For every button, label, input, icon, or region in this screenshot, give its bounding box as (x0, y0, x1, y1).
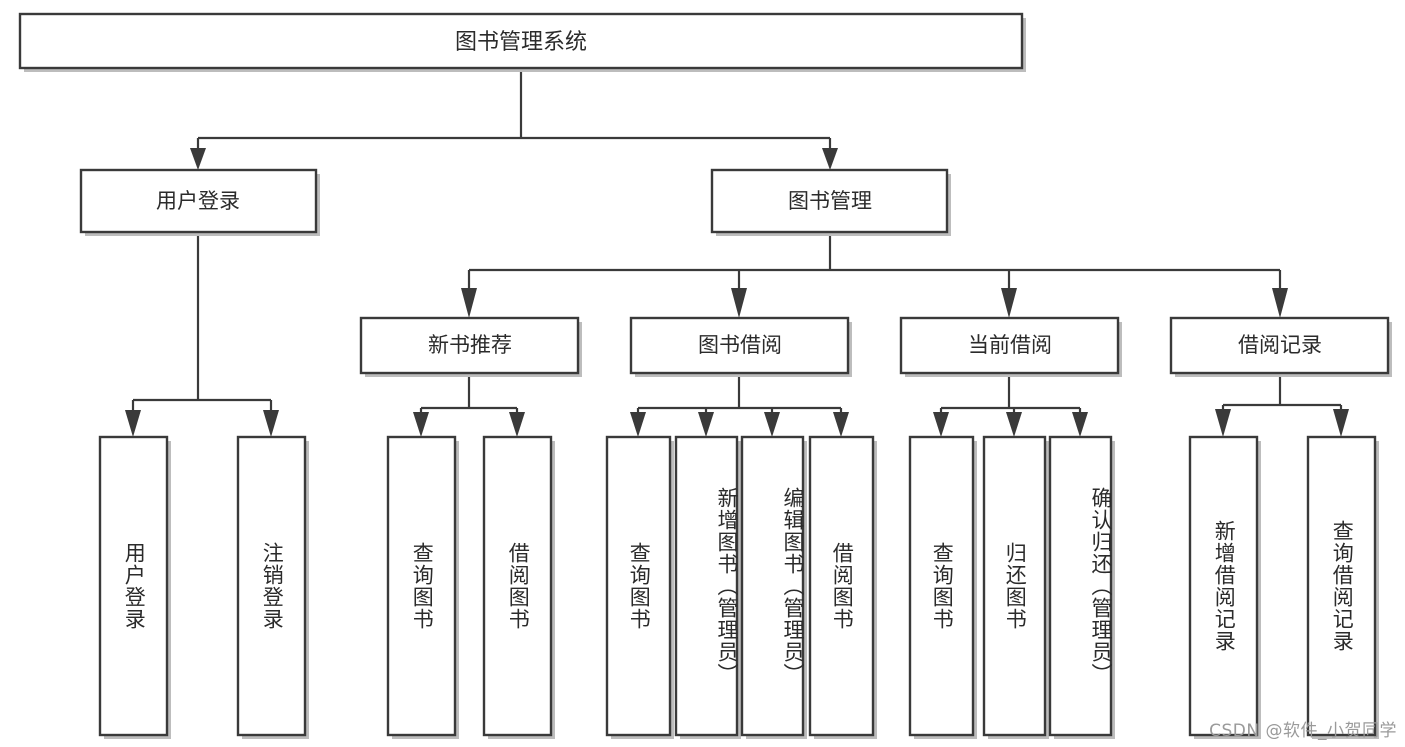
leaf-box-query-book-borrow[interactable] (605, 435, 672, 737)
arrowhead-newbook-borrow (509, 412, 525, 437)
leaf-box-query-book-current[interactable] (908, 435, 975, 737)
node-new-book-rec-box[interactable] (359, 316, 580, 375)
node-current-borrow-box[interactable] (899, 316, 1120, 375)
arrowhead-newbook-query (413, 412, 429, 437)
arrowhead-borrow-lend (833, 412, 849, 437)
node-new-book-rec-label: 新书推荐 (428, 333, 512, 357)
watermark-text: CSDN @软件_小贺同学 (1209, 721, 1397, 741)
node-borrow-record-box[interactable] (1169, 316, 1390, 375)
leaf-box-borrow-book-rec[interactable] (482, 435, 553, 737)
arrowhead-current-borrow (1001, 288, 1017, 318)
arrowhead-new-book-rec (461, 288, 477, 318)
arrowhead-leaf-user-login (125, 410, 141, 437)
node-book-borrow-box[interactable] (629, 316, 850, 375)
nodes-layer: 图书管理系统 用户登录 图书管理 新书推荐 图书借阅 当前借阅 借阅记录 (18, 12, 1392, 739)
leaf-box-edit-book-admin[interactable] (740, 435, 805, 737)
leaf-box-logout[interactable] (236, 435, 307, 737)
arrowhead-book-mgmt (822, 148, 838, 170)
arrowhead-book-borrow (731, 288, 747, 318)
arrowhead-current-return (1006, 412, 1022, 437)
arrowhead-borrow-add (698, 412, 714, 437)
leaf-box-confirm-return-admin[interactable] (1048, 435, 1113, 737)
root-node-box[interactable] (18, 12, 1024, 70)
leaf-box-query-book-rec[interactable] (386, 435, 457, 737)
node-user-login-box[interactable] (79, 168, 318, 234)
arrowhead-record-add (1215, 409, 1231, 437)
connectors-layer (125, 68, 1349, 437)
arrowhead-borrow-record (1272, 288, 1288, 318)
node-book-mgmt-label: 图书管理 (788, 189, 872, 213)
node-book-borrow-label: 图书借阅 (698, 333, 782, 357)
root-node-label: 图书管理系统 (455, 30, 587, 55)
node-user-login-label: 用户登录 (156, 189, 240, 213)
arrowhead-borrow-edit (764, 412, 780, 437)
leaf-box-user-login[interactable] (98, 435, 169, 737)
leaf-box-return-book[interactable] (982, 435, 1047, 737)
node-borrow-record-label: 借阅记录 (1238, 333, 1322, 357)
node-current-borrow-label: 当前借阅 (968, 333, 1052, 357)
arrowhead-leaf-logout (263, 410, 279, 437)
leaf-box-query-borrow-record[interactable] (1306, 435, 1377, 737)
arrowhead-current-confirm (1072, 412, 1088, 437)
leaf-box-add-borrow-record[interactable] (1188, 435, 1259, 737)
node-book-mgmt-box[interactable] (710, 168, 949, 234)
leaf-box-lend-book[interactable] (808, 435, 875, 737)
arrowhead-borrow-query (630, 412, 646, 437)
arrowhead-current-query (933, 412, 949, 437)
leaf-box-add-book-admin[interactable] (674, 435, 739, 737)
arrowhead-record-query (1333, 409, 1349, 437)
arrowhead-user-login (190, 148, 206, 170)
